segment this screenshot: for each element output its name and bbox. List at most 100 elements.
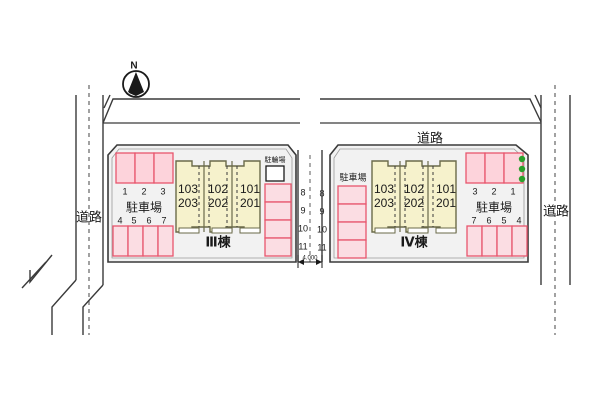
unit-number-lower: 201 <box>436 196 456 210</box>
parking-label-3: 駐車場 <box>126 200 162 215</box>
unit-number-upper: 102 <box>208 182 228 196</box>
compass-north-label: N <box>130 61 137 72</box>
site-block-4: 駐車場 8 9 10 11 <box>317 144 529 263</box>
site-outline-3-inner <box>111 148 293 259</box>
parking-number: 5 <box>131 215 136 225</box>
road-edge-top-right-chamfer <box>534 94 542 109</box>
parking-number: 3 <box>160 186 165 196</box>
north-arrow: N <box>122 61 150 98</box>
unit-number-lower: 202 <box>208 196 228 210</box>
parking-slot[interactable] <box>484 152 505 184</box>
site-block-3: 1 2 3 駐車場 4 5 6 7 <box>107 144 308 263</box>
unit-number-lower: 201 <box>240 196 260 210</box>
road-corner-left-outer <box>51 279 77 335</box>
road-label-right: 道路 <box>543 204 569 220</box>
bicycle-parking-label: 駐輪場 <box>265 155 286 164</box>
tree-dot-icon <box>518 175 526 183</box>
unit-number-upper: 103 <box>374 182 394 196</box>
parking-slot[interactable] <box>337 239 367 259</box>
parking-slot[interactable] <box>264 219 292 239</box>
parking-number: 4 <box>516 215 521 225</box>
bicycle-parking-box[interactable] <box>265 165 285 182</box>
parking-row-bottom-4 <box>466 225 528 257</box>
parking-slot[interactable] <box>264 201 292 221</box>
parking-slot[interactable] <box>264 183 292 203</box>
road-edge-top-left-run <box>102 98 300 124</box>
parking-row-top-3 <box>115 152 174 184</box>
parking-number: 10 <box>298 223 308 233</box>
parking-row-top-4 <box>465 152 524 184</box>
parking-slot[interactable] <box>337 203 367 223</box>
parking-number: 5 <box>501 215 506 225</box>
building-4: 103 203 102 202 101 201 <box>371 160 457 234</box>
unit-number-lower: 202 <box>404 196 424 210</box>
parking-slot[interactable] <box>153 152 174 184</box>
parking-number: 4 <box>117 215 122 225</box>
entry-slab <box>435 227 457 234</box>
entry-slab <box>407 227 429 234</box>
road-corner-left-top2 <box>21 261 47 289</box>
parking-row-bottom-3 <box>112 225 174 257</box>
parking-number: 2 <box>141 186 146 196</box>
parking-number: 6 <box>486 215 491 225</box>
tree-dot-icon <box>518 165 526 173</box>
building-label-4: Ⅳ棟 <box>400 235 428 251</box>
parking-number: 7 <box>161 215 166 225</box>
parking-column-3 <box>264 183 292 257</box>
parking-slot[interactable] <box>337 221 367 241</box>
entry-slab <box>178 227 200 234</box>
parking-number: 11 <box>298 241 307 251</box>
unit-number-upper: 101 <box>436 182 456 196</box>
compass-needle-white <box>129 72 136 96</box>
tree-dot-icon <box>518 155 526 163</box>
parking-slot[interactable] <box>142 225 159 257</box>
parking-number: 1 <box>122 186 127 196</box>
road-corner-left-top <box>29 254 53 284</box>
parking-label-4: 駐車場 <box>476 200 512 215</box>
unit-number-lower: 203 <box>374 196 394 210</box>
planting-dots <box>518 155 526 183</box>
compass-needle-light <box>136 72 144 96</box>
parking-number: 1 <box>510 186 515 196</box>
parking-slot[interactable] <box>134 152 155 184</box>
road-edge-top-left-run-inner <box>103 94 111 109</box>
bicycle-parking-3: 駐輪場 <box>265 155 286 182</box>
parking-slot[interactable] <box>264 237 292 257</box>
parking-slot[interactable] <box>337 185 367 205</box>
dimension-arrow-right <box>316 259 322 265</box>
parking-slot[interactable] <box>115 152 136 184</box>
parking-number: 8 <box>300 187 305 197</box>
road-label-top: 道路 <box>417 131 443 147</box>
parking-slot[interactable] <box>157 225 174 257</box>
center-access-road: 4.000 <box>297 150 323 268</box>
dimension-arrow-left <box>298 259 304 265</box>
unit-number-upper: 102 <box>404 182 424 196</box>
road-label-left: 道路 <box>76 210 102 226</box>
road-network <box>21 85 571 335</box>
parking-slot[interactable] <box>496 225 513 257</box>
parking-slot[interactable] <box>127 225 144 257</box>
parking-slot[interactable] <box>465 152 486 184</box>
unit-number-upper: 101 <box>240 182 260 196</box>
unit-number-upper: 103 <box>178 182 198 196</box>
entry-slab <box>239 227 261 234</box>
parking-column-4 <box>337 185 367 259</box>
unit-number-lower: 203 <box>178 196 198 210</box>
dimension-label: 4.000 <box>302 256 318 262</box>
road-edge-top-right-run <box>320 98 542 123</box>
entry-slab <box>211 227 233 234</box>
parking-label-4-side: 駐車場 <box>339 172 366 184</box>
parking-number: 9 <box>300 205 305 215</box>
entry-slab <box>374 227 396 234</box>
parking-slot[interactable] <box>511 225 528 257</box>
parking-slot[interactable] <box>466 225 483 257</box>
parking-slot[interactable] <box>112 225 129 257</box>
parking-number: 3 <box>472 186 477 196</box>
building-3: 103 203 102 202 101 201 <box>175 160 261 234</box>
parking-number: 7 <box>471 215 476 225</box>
parking-number: 6 <box>146 215 151 225</box>
parking-number: 2 <box>491 186 496 196</box>
parking-slot[interactable] <box>481 225 498 257</box>
